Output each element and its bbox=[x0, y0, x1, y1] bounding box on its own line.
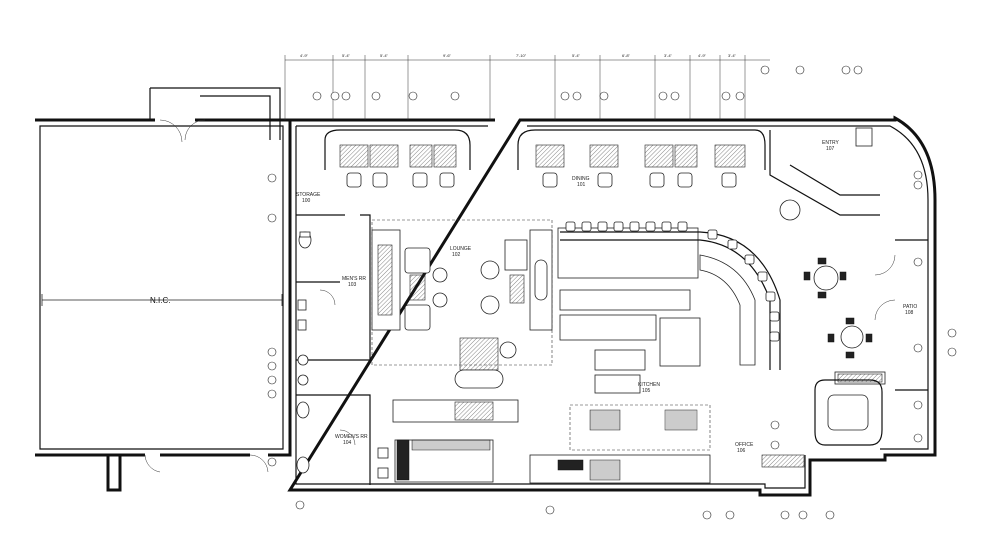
nic-label: N.I.C. bbox=[150, 296, 170, 305]
storage-room-name: STORAGE bbox=[296, 192, 321, 198]
kitchen-area: KITCHEN 105 bbox=[392, 227, 711, 484]
nic-area: N.I.C. bbox=[35, 87, 292, 492]
dim-7: 6'-8" bbox=[622, 53, 631, 58]
mens-room-number: 103 bbox=[348, 282, 357, 288]
patio-room-name: PATIO bbox=[903, 304, 917, 310]
patio-room-number: 108 bbox=[905, 310, 914, 316]
dining-room-name: DINING bbox=[572, 176, 590, 182]
office-room-number: 106 bbox=[737, 448, 746, 454]
restrooms: MEN'S RR 103 WOMEN'S RR 104 bbox=[296, 231, 389, 485]
dim-8: 3'-4" bbox=[664, 53, 673, 58]
dim-2: 5'-4" bbox=[342, 53, 351, 58]
dining-booths: STORAGE 100 DINING 101 bbox=[296, 129, 766, 204]
lounge-room-name: LOUNGE bbox=[450, 246, 472, 252]
dim-10: 3'-4" bbox=[728, 53, 737, 58]
office-room-name: OFFICE bbox=[735, 442, 754, 448]
dim-4: 9'-6" bbox=[443, 53, 452, 58]
dim-3: 5'-4" bbox=[380, 53, 389, 58]
dim-9: 4'-9" bbox=[698, 53, 707, 58]
womens-room-name: WOMEN'S RR bbox=[335, 434, 368, 440]
entry-room-number: 107 bbox=[826, 146, 835, 152]
building-walls bbox=[287, 115, 937, 497]
lounge-room-number: 102 bbox=[452, 252, 461, 258]
kitchen-room-name: KITCHEN bbox=[638, 382, 660, 388]
entry-room-name: ENTRY bbox=[822, 140, 840, 146]
dim-5: 7'-10" bbox=[516, 53, 527, 58]
lounge-area: LOUNGE 102 bbox=[371, 219, 553, 389]
womens-room-number: 104 bbox=[343, 440, 352, 446]
curved-bar bbox=[560, 221, 781, 370]
mens-room-name: MEN'S RR bbox=[342, 276, 366, 282]
dim-1: 4'-9" bbox=[300, 53, 309, 58]
dining-room-number: 101 bbox=[577, 182, 586, 188]
dim-6: 5'-4" bbox=[572, 53, 581, 58]
patio-area: ENTRY 107 PATIO 108 OFFICE 106 bbox=[735, 127, 928, 468]
dimension-string: 4'-9" 5'-4" 5'-4" 9'-6" 7'-10" 5'-4" 6'-… bbox=[284, 53, 863, 120]
kitchen-room-number: 105 bbox=[642, 388, 651, 394]
callout-tags bbox=[267, 170, 957, 520]
storage-room-number: 100 bbox=[302, 198, 311, 204]
